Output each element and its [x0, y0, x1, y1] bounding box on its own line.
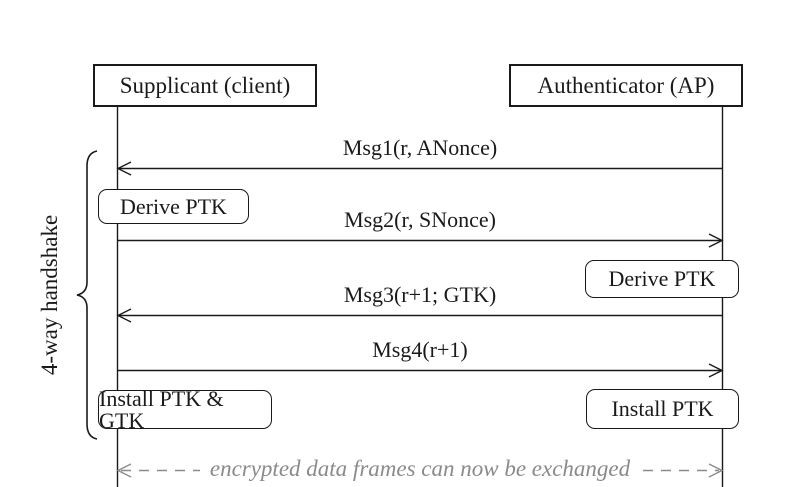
arrowhead-right-icon [708, 363, 724, 378]
action-install-ptk-gtk-supplicant: Install PTK & GTK [98, 387, 272, 431]
group-label: 4-way handshake [37, 214, 62, 376]
actor-supplicant: Supplicant (client) [93, 64, 317, 107]
msg3-arrow [116, 308, 722, 323]
message-label-msg4: Msg4(r+1) [372, 337, 468, 362]
msg2-arrow [118, 233, 724, 248]
note-row: encrypted data frames can now be exchang… [118, 452, 722, 486]
msg1-arrow [116, 161, 722, 176]
note-text: encrypted data frames can now be exchang… [199, 452, 641, 486]
actor-authenticator: Authenticator (AP) [509, 64, 743, 107]
arrowhead-left-icon [116, 463, 132, 478]
message-label-msg1: Msg1(r, ANonce) [342, 135, 498, 160]
arrowhead-right-icon [708, 233, 724, 248]
arrowhead-left-icon [116, 161, 132, 176]
arrowhead-left-icon [116, 308, 132, 323]
group-brace [76, 150, 98, 440]
message-label-msg2: Msg2(r, SNonce) [344, 207, 496, 232]
arrowhead-right-icon [708, 463, 724, 478]
action-install-ptk-authenticator: Install PTK [586, 389, 739, 429]
message-label-msg3: Msg3(r+1; GTK) [343, 282, 497, 307]
msg4-arrow [118, 363, 724, 378]
action-derive-ptk-authenticator: Derive PTK [585, 260, 739, 298]
action-derive-ptk-supplicant: Derive PTK [98, 189, 249, 224]
